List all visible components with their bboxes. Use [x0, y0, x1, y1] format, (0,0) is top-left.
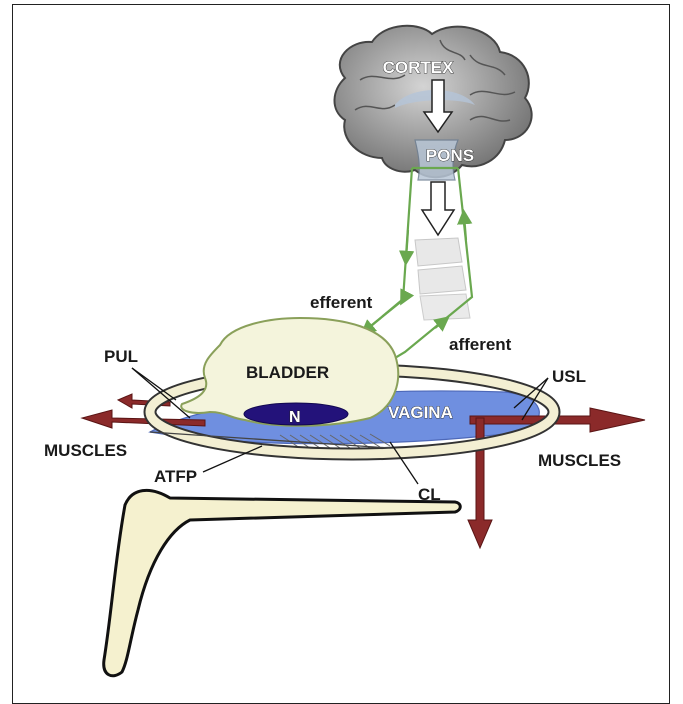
afferent-arrow-3: [464, 215, 466, 240]
label-cortex: CORTEX: [383, 58, 455, 77]
label-afferent: afferent: [449, 335, 512, 354]
pubic-bone: [104, 490, 461, 675]
label-n: N: [289, 409, 301, 426]
label-usl: USL: [552, 367, 586, 386]
pons-down-arrow: [422, 182, 454, 235]
label-pons: PONS: [426, 146, 474, 165]
label-cl: CL: [418, 485, 441, 504]
label-vagina: VAGINA: [388, 403, 453, 422]
label-atfp: ATFP: [154, 467, 197, 486]
label-bladder: BLADDER: [246, 363, 329, 382]
label-muscles-right: MUSCLES: [538, 451, 621, 470]
efferent-arrow-1: [406, 230, 408, 260]
label-efferent: efferent: [310, 293, 373, 312]
label-muscles-left: MUSCLES: [44, 441, 127, 460]
spinal-column: [415, 238, 470, 320]
afferent-arrow-2: [435, 320, 445, 328]
label-pul: PUL: [104, 347, 138, 366]
